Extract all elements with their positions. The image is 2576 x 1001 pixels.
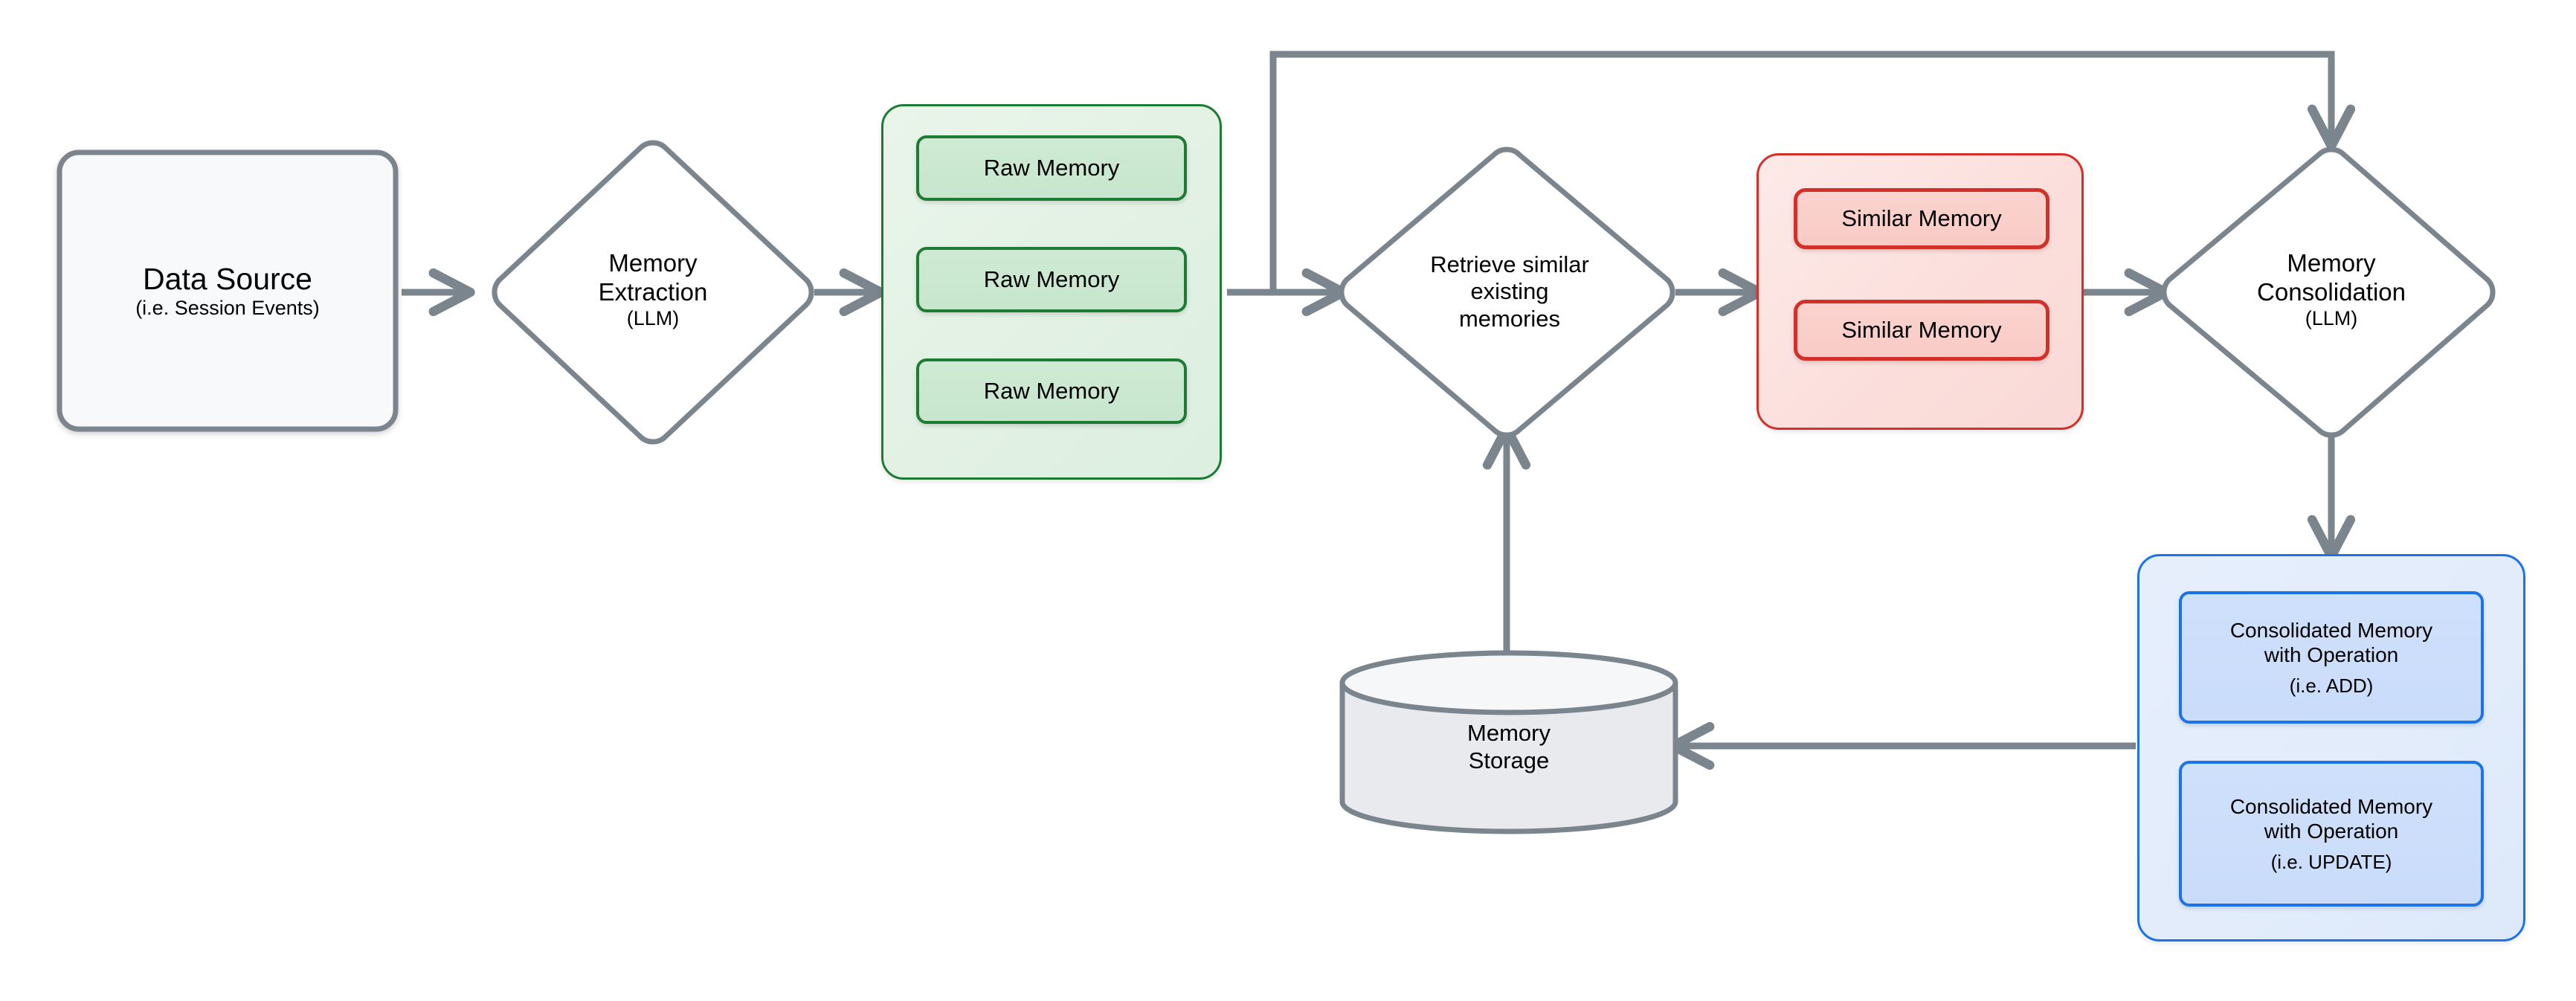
edge-rawmemory-loop-to-consolidation — [1269, 51, 2356, 292]
consolidated-memory-chip-update-line2: with Operation — [2264, 819, 2399, 843]
consolidated-memory-chip-update-line1: Consolidated Memory — [2229, 794, 2433, 818]
memory-consolidation-diamond[interactable] — [2161, 147, 2496, 438]
data-source-box[interactable] — [57, 149, 399, 432]
consolidated-memory-chip-add-line1: Consolidated Memory — [2229, 618, 2433, 642]
raw-memory-chip-3[interactable]: Raw Memory — [916, 358, 1187, 424]
similar-memory-chip-1-label: Similar Memory — [1841, 205, 2002, 231]
memory-extraction-diamond[interactable] — [492, 140, 814, 445]
consolidated-memory-chip-add-subtitle: (i.e. ADD) — [2289, 674, 2374, 697]
raw-memory-chip-1[interactable]: Raw Memory — [916, 135, 1187, 201]
consolidated-memory-chip-update-subtitle: (i.e. UPDATE) — [2270, 850, 2392, 873]
raw-memory-chip-3-label: Raw Memory — [983, 377, 1120, 404]
consolidated-memory-chip-add-line2: with Operation — [2264, 643, 2399, 666]
similar-memory-chip-1[interactable]: Similar Memory — [1794, 188, 2049, 249]
raw-memory-chip-1-label: Raw Memory — [983, 154, 1120, 181]
retrieve-similar-diamond[interactable] — [1339, 147, 1675, 438]
consolidated-memory-chip-update[interactable]: Consolidated Memory with Operation (i.e.… — [2179, 761, 2484, 907]
similar-memory-chip-2-label: Similar Memory — [1841, 316, 2002, 343]
raw-memory-chip-2[interactable]: Raw Memory — [916, 247, 1187, 312]
memory-storage-cylinder[interactable] — [1339, 650, 1678, 834]
similar-memory-chip-2[interactable]: Similar Memory — [1794, 300, 2049, 361]
raw-memory-chip-2-label: Raw Memory — [983, 265, 1120, 292]
consolidated-memory-chip-add[interactable]: Consolidated Memory with Operation (i.e.… — [2179, 591, 2484, 724]
